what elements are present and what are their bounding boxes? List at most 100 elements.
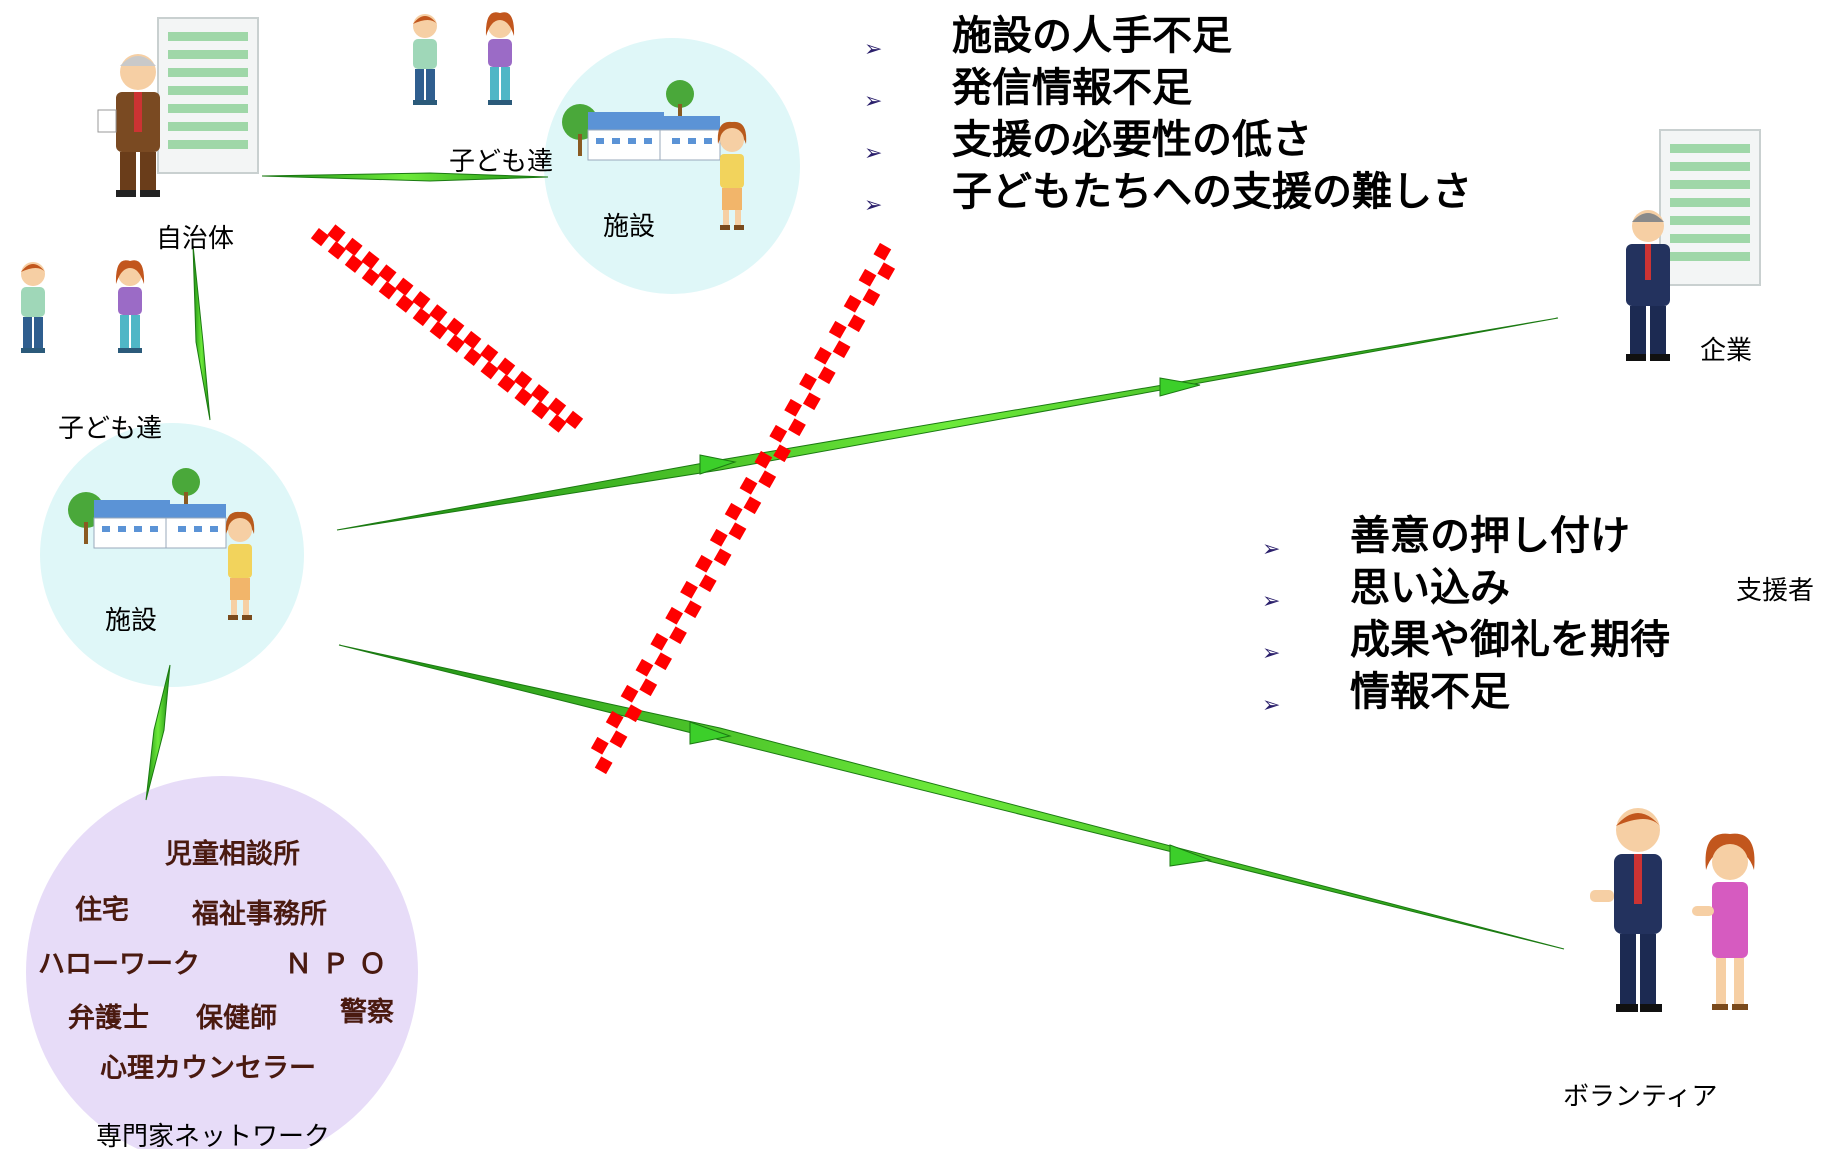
bullet-arrow-icon: ➢ [1262, 693, 1281, 718]
red-block-square [378, 281, 397, 300]
bullet-arrow-icon: ➢ [1262, 537, 1281, 562]
facility-circle-top [544, 38, 800, 294]
facility-problem-item: ➢支援の必要性の低さ [852, 114, 1472, 166]
red-block-square [590, 736, 609, 755]
facility-problem-item: ➢子どもたちへの支援の難しさ [852, 166, 1472, 218]
network-item-npo: ＮＰＯ [285, 949, 396, 980]
arrowhead-right-4 [1169, 844, 1212, 867]
red-block-square [609, 730, 628, 749]
red-block-square [873, 242, 892, 261]
municipality-label: 自治体 [156, 224, 235, 254]
red-block-square [650, 632, 669, 651]
red-block-square [361, 267, 381, 287]
red-block-square [784, 398, 802, 417]
red-block-square [799, 372, 817, 391]
red-block-square [754, 450, 773, 469]
red-block-square [446, 317, 465, 336]
children-icon-top [413, 12, 515, 105]
red-block-square [758, 470, 777, 489]
red-block-square [327, 241, 347, 260]
red-block-square [327, 224, 346, 243]
children-label-left: 子ども達 [58, 414, 163, 444]
network-item-housing: 住宅 [75, 895, 129, 926]
red-block-square [843, 294, 862, 313]
red-block-square [310, 227, 330, 247]
connector-lines [145, 172, 1565, 950]
network-item-welfare-office: 福祉事務所 [192, 899, 327, 930]
bullet-arrow-icon: ➢ [1262, 589, 1281, 614]
red-block-square [463, 330, 482, 350]
connector-facility-network [145, 664, 171, 801]
red-block-square [480, 361, 499, 380]
bullet-arrow-icon: ➢ [864, 37, 883, 62]
red-block-square [412, 307, 431, 327]
red-block-square [724, 502, 743, 521]
bullet-arrow-icon: ➢ [864, 141, 883, 166]
children-icon-left [21, 260, 145, 353]
volunteer-label: ボランティア [1563, 1082, 1718, 1112]
red-block-square [531, 401, 550, 420]
red-block-square [862, 288, 881, 307]
red-block-square [624, 704, 643, 723]
red-block-square [817, 366, 836, 385]
network-item-child-guidance: 児童相談所 [165, 839, 300, 870]
children-label-top: 子ども達 [449, 147, 554, 177]
red-block-square [530, 384, 550, 403]
red-block-square [497, 374, 516, 393]
red-block-square [361, 251, 380, 270]
red-block-square [605, 710, 624, 729]
red-block-square [594, 756, 613, 775]
red-block-square [709, 528, 728, 547]
red-block-square [513, 370, 533, 390]
red-block-square [713, 548, 732, 567]
red-block-square [463, 347, 482, 367]
connector-facility-company [336, 317, 1559, 531]
red-block-square [858, 268, 877, 287]
bullet-arrow-icon: ➢ [864, 89, 883, 114]
red-block-square [684, 600, 702, 619]
red-block-square [480, 344, 499, 363]
red-block-square [669, 626, 687, 645]
red-block-square [378, 264, 397, 283]
red-block-square [877, 262, 896, 281]
red-block-square [695, 554, 713, 573]
red-block-square [635, 658, 654, 677]
red-block-square [639, 678, 658, 697]
red-block-square [497, 357, 516, 376]
company-label: 企業 [1700, 336, 1753, 366]
red-block-square [802, 392, 821, 411]
red-block-square [412, 290, 431, 310]
red-block-square [665, 606, 684, 625]
facility-problem-item: ➢発信情報不足 [852, 62, 1472, 114]
red-block-square [344, 254, 364, 273]
red-block-square [728, 522, 747, 541]
network-item-counselor: 心理カウンセラー [100, 1053, 316, 1084]
supporter-problem-item: ➢情報不足 [1250, 666, 1670, 718]
supporter-problem-item: ➢思い込み [1250, 562, 1670, 614]
red-block-square [773, 444, 791, 463]
official-at-building-icon [97, 17, 259, 197]
red-block-square [395, 277, 414, 296]
red-block-square [429, 321, 448, 340]
red-block-square [788, 418, 806, 437]
red-block-square [743, 496, 762, 515]
red-block-square [446, 334, 465, 353]
facility-label-left: 施設 [105, 606, 158, 636]
supporter-problems-list: ➢善意の押し付け ➢思い込み ➢成果や御礼を期待 ➢情報不足 [1250, 510, 1670, 718]
red-block-square [739, 476, 758, 495]
red-block-square [429, 304, 448, 323]
supporters-label: 支援者 [1736, 576, 1815, 606]
red-block-square [654, 652, 672, 671]
red-block-square [547, 397, 567, 416]
facility-problem-item: ➢施設の人手不足 [852, 10, 1472, 62]
connector-municipality-facility-left [192, 244, 211, 421]
red-block-square [769, 424, 788, 443]
blocked-line-facility-supporters [590, 242, 896, 775]
red-block-square [847, 314, 866, 333]
arrowhead-right-3 [689, 721, 732, 745]
network-item-hello-work: ハローワーク [38, 949, 200, 980]
connector-municipality-facility [261, 172, 549, 182]
network-item-lawyer: 弁護士 [68, 1003, 149, 1034]
connector-facility-volunteer [338, 644, 1565, 950]
